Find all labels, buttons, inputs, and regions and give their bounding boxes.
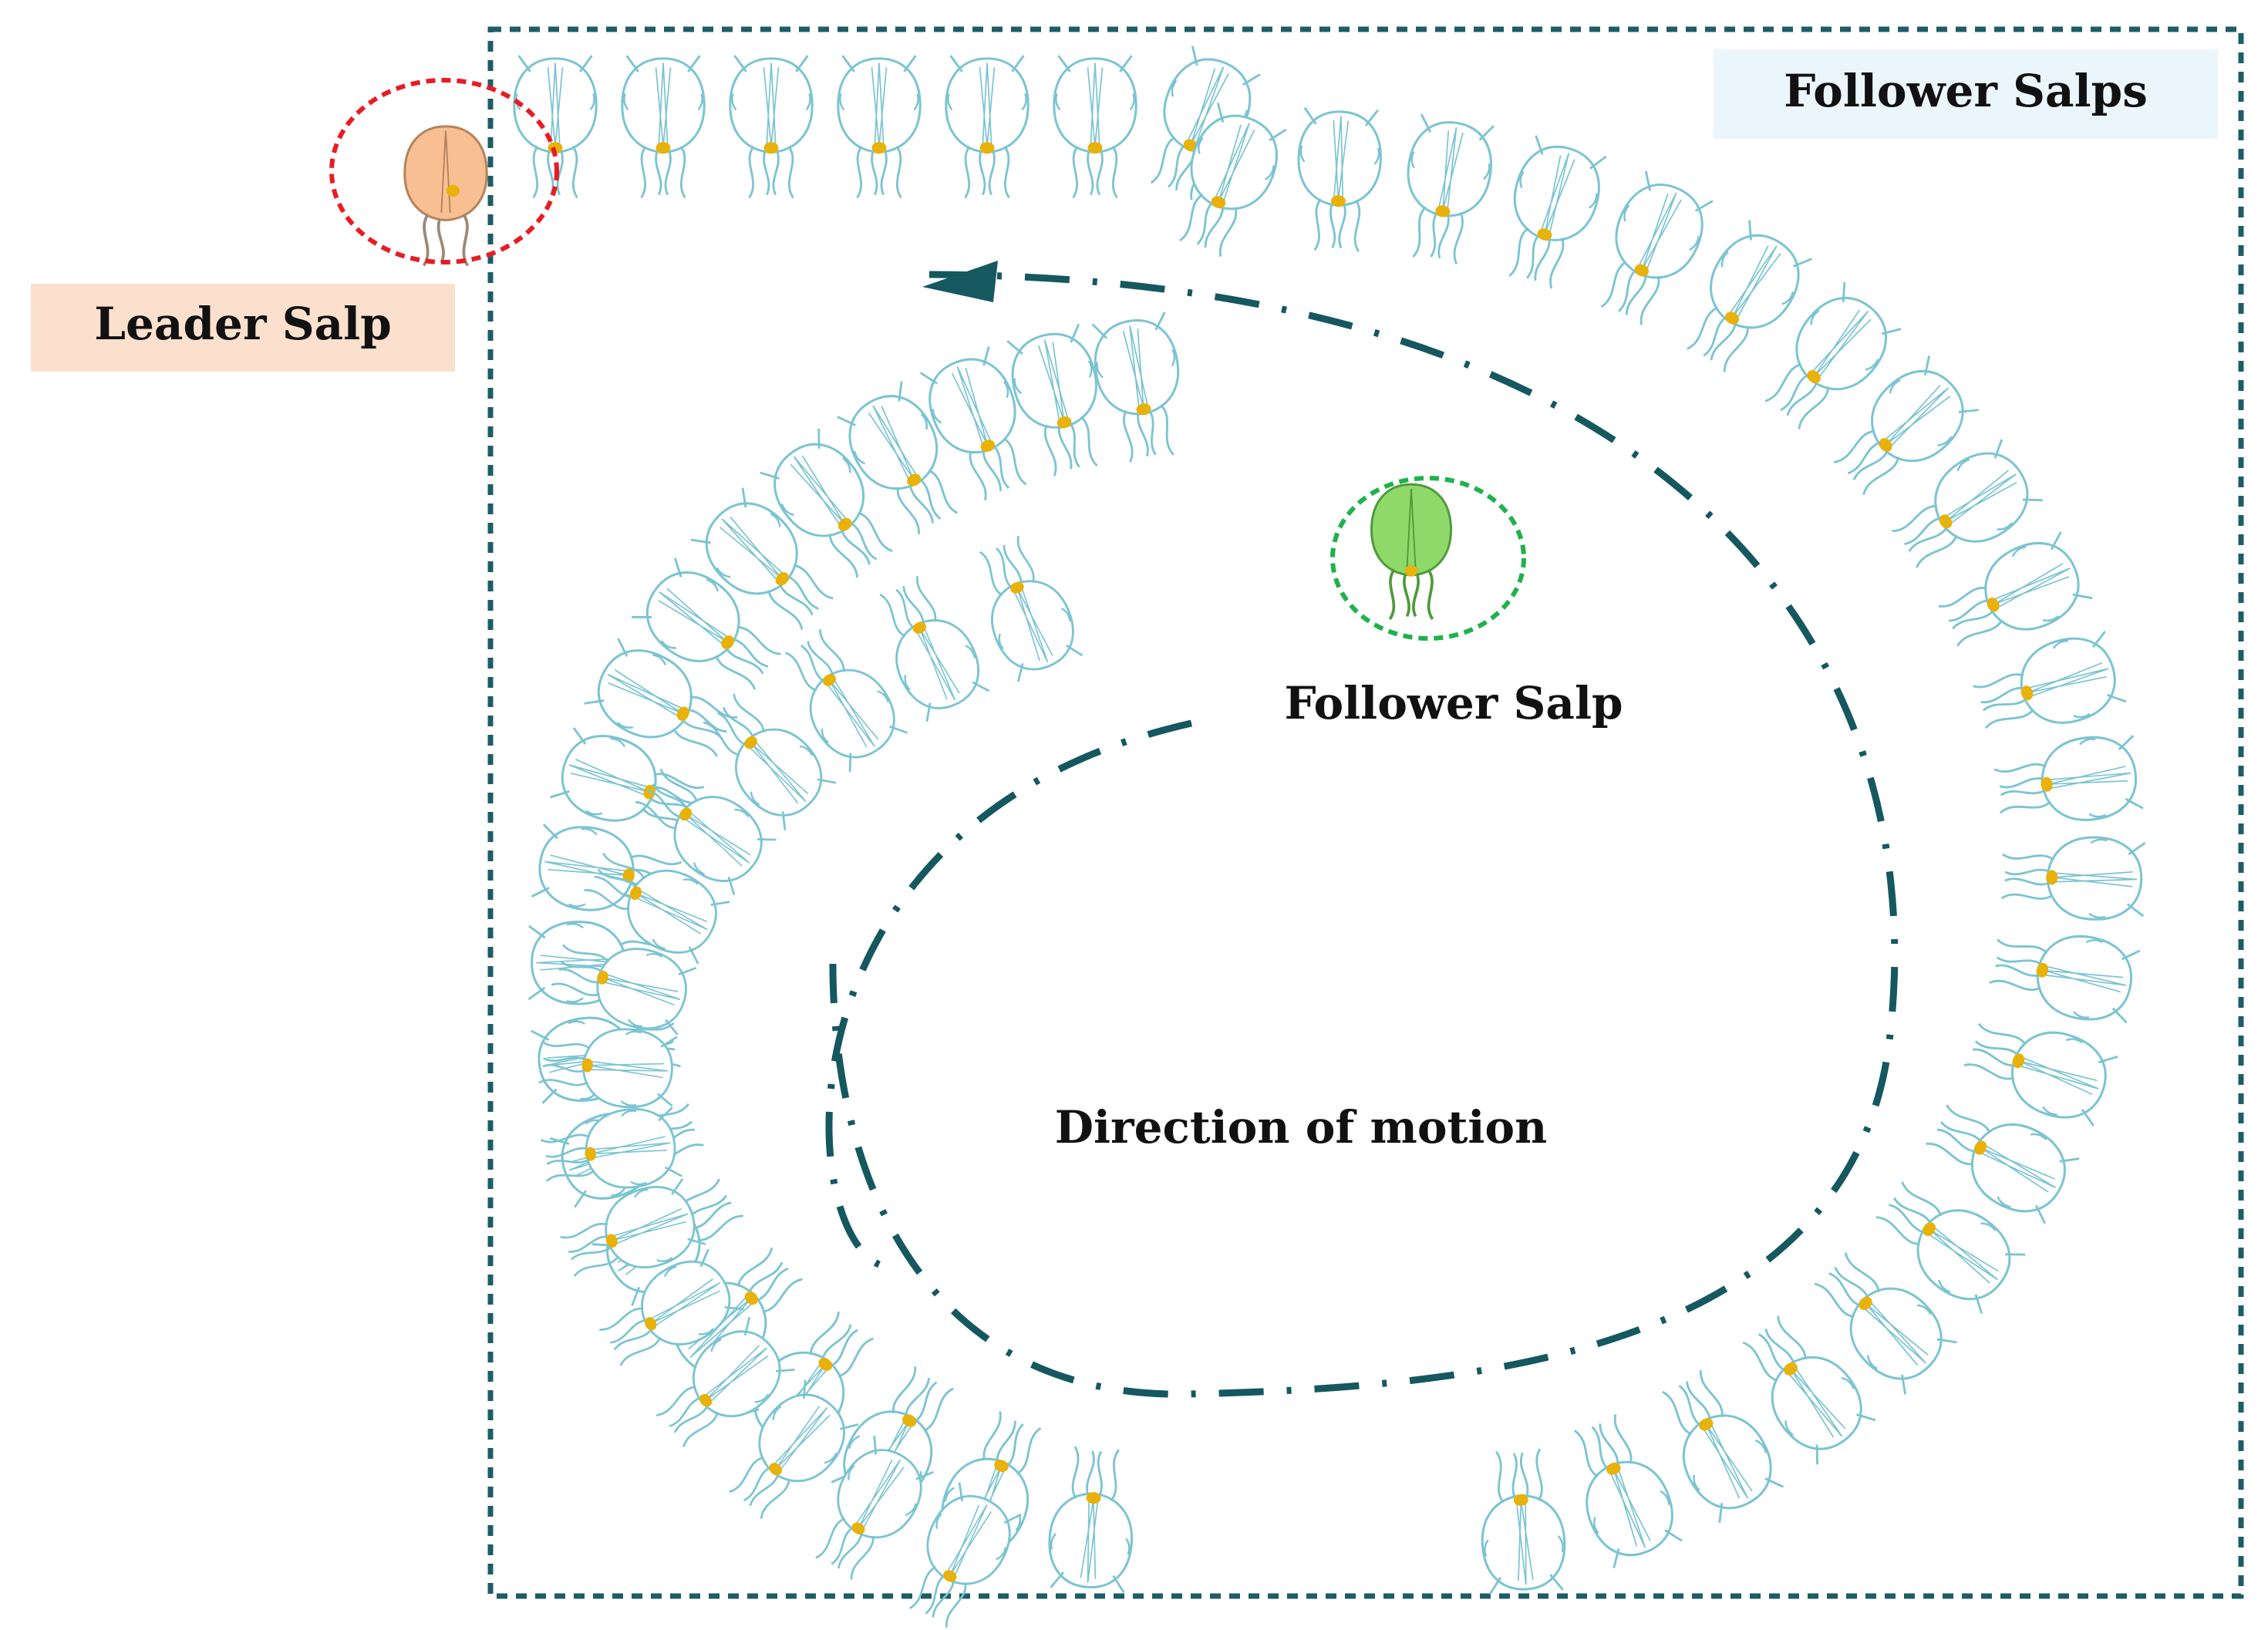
salp-icon [1644, 1359, 1789, 1527]
salp-icon [1490, 133, 1612, 295]
salp-icon [945, 54, 1030, 199]
salp-icon [553, 1174, 709, 1295]
salp-icon [892, 1479, 1026, 1630]
salp-icon [643, 1312, 799, 1462]
leader-label-box [31, 284, 455, 372]
salp-icon [529, 818, 686, 926]
follower-label: Follower Salp [1284, 677, 1623, 729]
salp-icon [1053, 54, 1137, 199]
salp-icon [621, 54, 706, 199]
salp-icon [927, 1403, 1060, 1568]
salp-icon [1880, 434, 2047, 585]
salp-icon [1475, 1446, 1569, 1596]
salp-icon [826, 1356, 972, 1523]
follower-salp-highlight [1330, 476, 1526, 641]
salp-icon [1161, 99, 1292, 265]
salp-icon [623, 753, 780, 900]
salp-icon [1863, 1165, 2030, 1318]
followers-label: Follower Salps [1784, 65, 2148, 117]
salp-icon [536, 1022, 679, 1112]
salp-icon [2000, 834, 2147, 922]
salp-icon [769, 618, 912, 776]
salp-icon [686, 483, 848, 645]
follower-salp-highlighted [1370, 483, 1452, 621]
salp-icon [1045, 1444, 1140, 1595]
salp-icon [588, 1244, 747, 1382]
salp-icon [1966, 625, 2128, 748]
salp-icon [735, 1298, 890, 1464]
leader-label: Leader Salp [94, 298, 392, 350]
salp-icon [581, 633, 748, 775]
salp-icon [1929, 527, 2096, 665]
salp-icon [799, 1432, 939, 1591]
salp-icon [832, 378, 976, 545]
salp-icon [729, 54, 814, 199]
salp-icon [915, 343, 1046, 509]
salp-icon [714, 1376, 863, 1532]
salp-icon [1132, 43, 1265, 209]
salp-icon [1727, 1303, 1881, 1469]
salp-icon [1582, 168, 1718, 334]
salp-icon [545, 926, 699, 1040]
salp-icon [962, 527, 1088, 685]
direction-path [829, 271, 1899, 1398]
salp-icon [689, 680, 841, 834]
salp-icon [1800, 1238, 1962, 1399]
followers-label-box [1714, 49, 2218, 139]
salp-icon [837, 54, 922, 199]
salp-icon [1819, 351, 1983, 510]
salp-icon [1087, 310, 1194, 466]
salp-icon [1002, 322, 1117, 482]
salp-icon [862, 567, 995, 725]
region-frame [487, 26, 2244, 1599]
salp-icon [1294, 106, 1384, 254]
leader-salp-highlight [329, 78, 559, 264]
inner-salp-chain [536, 527, 1088, 1630]
salp-icon [1749, 278, 1906, 443]
salp-icon [1916, 1086, 2083, 1229]
salp-icon [1670, 217, 1817, 383]
salp-icon [1555, 1406, 1687, 1571]
salp-icon [537, 1102, 684, 1201]
direction-label: Direction of motion [1055, 1101, 1548, 1153]
salp-icon [628, 553, 794, 706]
leader-salp [403, 125, 488, 267]
salp-icon [1393, 112, 1500, 268]
salp-icon [755, 425, 909, 591]
inner-direction-path [825, 719, 1192, 1268]
salp-icon [575, 836, 733, 969]
salp-icon [1990, 730, 2145, 834]
salp-icon [1956, 1004, 2121, 1132]
salp-icon [1984, 919, 2142, 1029]
salp-icon [655, 1232, 817, 1393]
arrow-head-icon [922, 261, 998, 302]
